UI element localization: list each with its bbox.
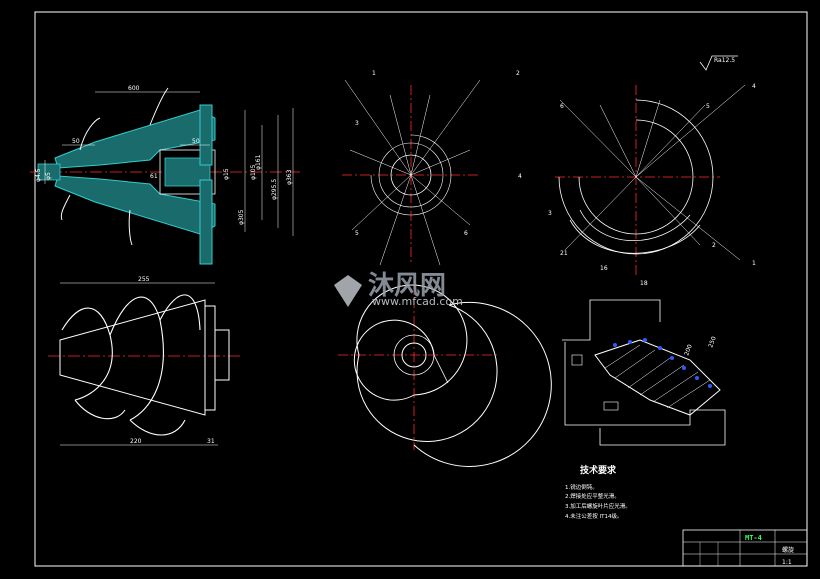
cone-dim-10: φ161 — [255, 154, 262, 170]
cone-dim-3: 50 — [192, 138, 200, 145]
radial-top-label-5: 5 — [355, 230, 359, 237]
radial-top-label-2: 2 — [516, 70, 520, 77]
radial-right-label-3: 4 — [752, 83, 756, 90]
note-line-2: 2.焊接处应平整光滑。 — [565, 492, 620, 500]
unfold-radial-right: Ra12.5 6 5 4 3 2 1 21 18 16 — [548, 55, 756, 287]
cone-dim-2: 50 — [72, 138, 80, 145]
watermark-logo-icon — [334, 275, 362, 307]
radial-right-label-5: 2 — [712, 242, 716, 249]
radial-right-label-8: 18 — [640, 280, 648, 287]
cone-dim-9: φ105 — [250, 164, 257, 180]
radial-top-label-3: 3 — [355, 120, 359, 127]
watermark-brand: 沐风网 — [368, 271, 446, 301]
blade-dim-2: 250 — [707, 335, 718, 348]
cone-dim-12: φ363 — [286, 169, 293, 185]
note-line-3: 3.加工后螺旋叶片应光滑。 — [565, 502, 631, 510]
roughness-mark: Ra12.5 — [714, 57, 735, 64]
radial-right-label-9: 16 — [600, 265, 608, 272]
spiral-disc-view — [338, 280, 552, 467]
cone-dim-5: φ4.5 — [35, 168, 42, 182]
note-line-1: 1.锐边倒钝。 — [565, 483, 598, 491]
cone-section-view: 600 50 50 61 φ4.5 φ5 φ15 φ305 φ105 φ161 … — [30, 85, 300, 265]
drawing-scale: 1:1 — [782, 559, 792, 566]
title-block: MT-4 螺旋 1:1 — [682, 529, 808, 567]
radial-top-label-6: 6 — [464, 230, 468, 237]
notes-title: 技术要求 — [580, 464, 617, 476]
helix-dim-end: 31 — [207, 438, 215, 445]
technical-notes: 技术要求 1.锐边倒钝。 2.焊接处应平整光滑。 3.加工后螺旋叶片应光滑。 4… — [565, 464, 631, 520]
watermark-url: www.mfcad.com — [372, 295, 463, 308]
radial-right-label-7: 21 — [560, 250, 568, 257]
cone-dim-6: φ5 — [45, 172, 52, 180]
blade-detail-view: 200 250 — [562, 299, 726, 446]
radial-top-label-1: 1 — [372, 70, 376, 77]
unfold-radial-top: 1 2 3 4 5 6 — [342, 70, 522, 266]
blade-dim-1: 200 — [683, 343, 694, 356]
sheet-border — [34, 11, 808, 567]
helix-side-view: 255 220 31 — [48, 276, 240, 446]
part-name: 螺旋 — [782, 546, 794, 554]
helix-dim-length: 255 — [138, 276, 150, 283]
cone-dim-1: 600 — [128, 85, 140, 92]
radial-right-label-2: 5 — [706, 103, 710, 110]
radial-right-label-6: 1 — [752, 260, 756, 267]
cone-dim-11: φ295.5 — [271, 179, 278, 200]
cone-dim-8: φ305 — [238, 209, 245, 225]
radial-right-label-1: 6 — [560, 103, 564, 110]
helix-dim-pitch: 220 — [130, 438, 142, 445]
note-line-4: 4.未注公差按 IT14级。 — [565, 512, 622, 520]
radial-top-label-4: 4 — [518, 173, 522, 180]
watermark: 沐风网 www.mfcad.com — [334, 271, 463, 308]
cone-dim-4: 61 — [150, 173, 158, 180]
radial-right-label-4: 3 — [548, 210, 552, 217]
cone-dim-7: φ15 — [223, 168, 230, 180]
part-number: MT-4 — [745, 534, 762, 542]
